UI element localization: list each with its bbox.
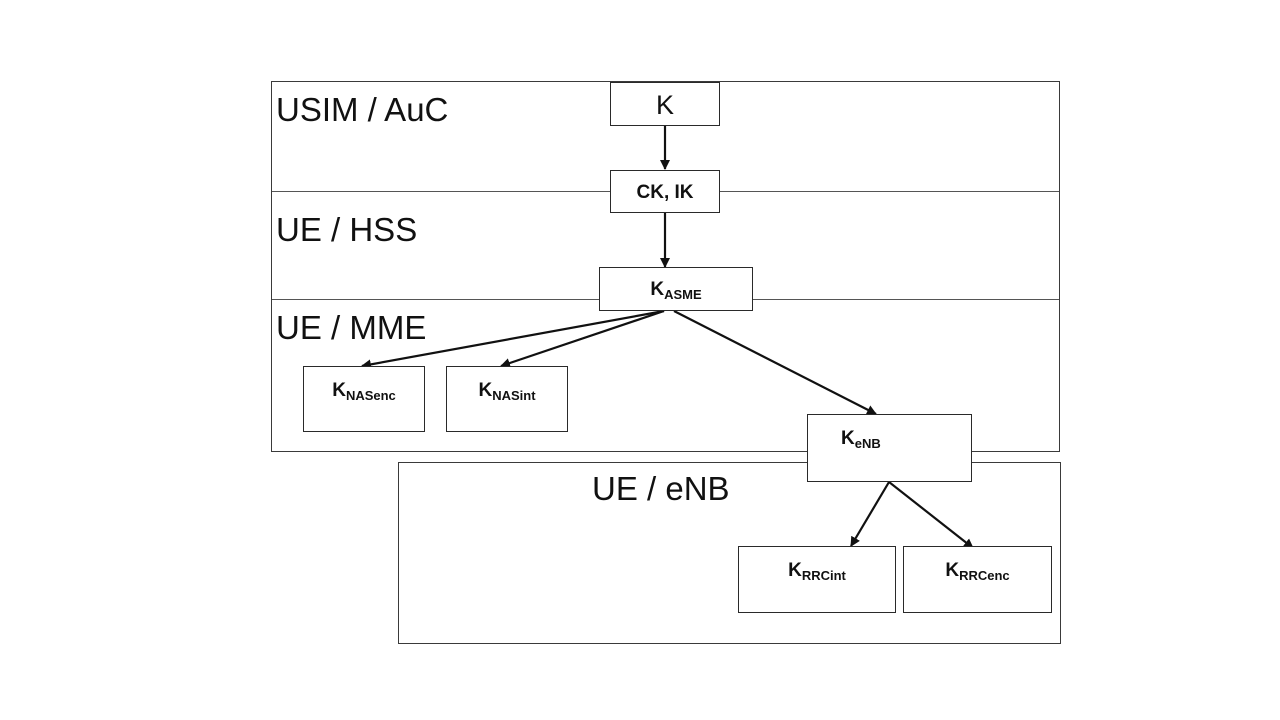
key-enb-sub: eNB [854,436,881,451]
key-rrc-int-sub: RRCint [801,568,846,583]
key-box-k-asme: KASME [599,267,753,311]
key-box-k-rrc-int: KRRCint [738,546,896,613]
key-box-k-enb: KeNB [807,414,972,482]
key-nas-enc-sub: NASenc [345,388,396,403]
key-ck-ik-label: CK, IK [636,182,694,203]
layer-label-usim-auc: USIM / AuC [276,91,449,128]
key-nas-int-main: K [478,380,493,401]
key-nas-enc-main: K [332,380,346,401]
key-box-k-nas-int: KNASint [446,366,568,432]
layer-label-ue-hss: UE / HSS [276,211,418,248]
key-rrc-int-main: K [788,560,802,581]
key-k-label: K [655,90,674,120]
key-box-k-rrc-enc: KRRCenc [903,546,1052,613]
key-nas-int-sub: NASint [492,388,536,403]
key-rrc-enc-sub: RRCenc [959,568,1010,583]
key-box-ck-ik: CK, IK [610,170,720,213]
key-rrc-enc-main: K [945,560,960,581]
key-enb-main: K [841,428,855,449]
core-network-region [271,81,1060,452]
layer-label-ue-mme: UE / MME [276,309,427,346]
layer-label-ue-enb: UE / eNB [592,470,730,507]
key-asme-main: K [650,279,665,300]
enb-region [398,462,1061,644]
key-box-k-nas-enc: KNASenc [303,366,425,432]
key-box-k: K [610,82,720,126]
key-asme-sub: ASME [664,287,702,302]
